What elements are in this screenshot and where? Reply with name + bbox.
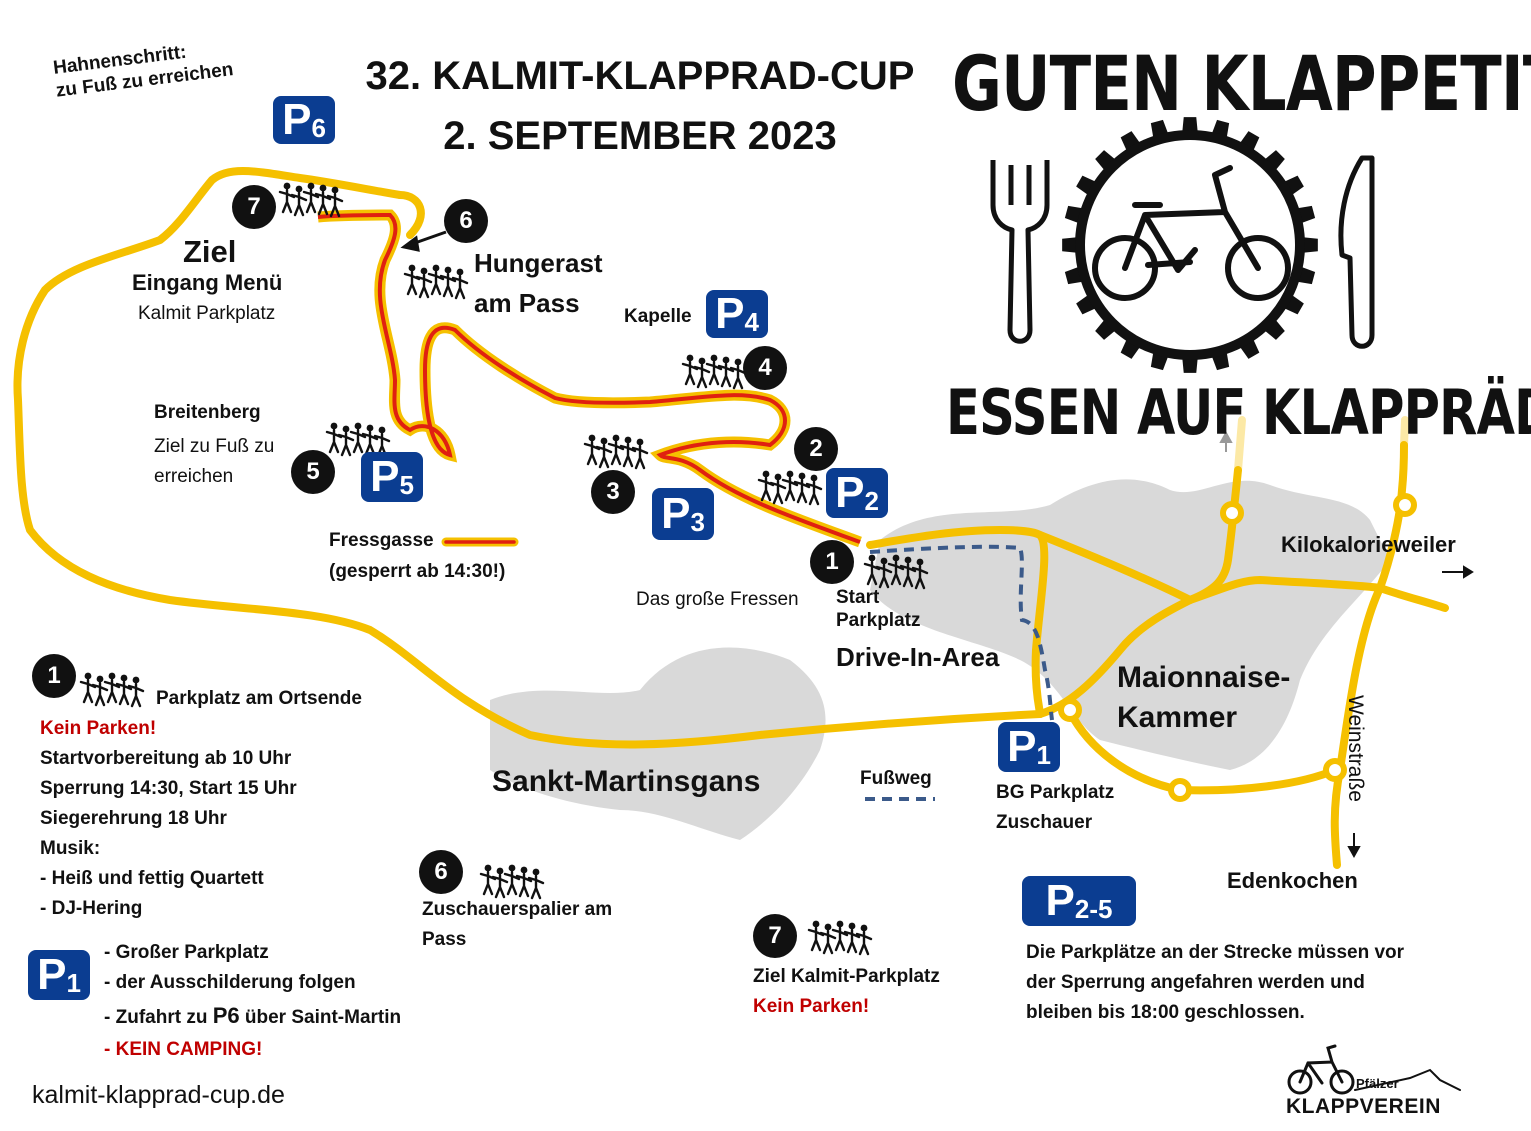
label-das-grosse-fressen: Das große Fressen xyxy=(636,589,799,610)
folding-bike-icon xyxy=(1092,165,1291,301)
label-bg-parkplatz: BG Parkplatz Zuschauer xyxy=(996,782,1115,833)
label-kilokalorieweiler: Kilokalorieweiler xyxy=(1281,532,1456,557)
label-edenkochen: Edenkochen xyxy=(1227,868,1358,893)
label-gesperrt: (gesperrt ab 14:30!) xyxy=(329,561,506,582)
knife-icon xyxy=(1338,155,1375,349)
legend-p2-5-text: Die Parkplätze an der Strecke müssen vor… xyxy=(1026,942,1405,1023)
arrow-icon xyxy=(1347,565,1474,859)
legend-marker-1: 1 xyxy=(32,654,76,698)
gear-tooth xyxy=(1263,150,1285,172)
label-fussweg: Fußweg xyxy=(860,768,932,789)
fork-icon xyxy=(990,160,1050,344)
page-title: 32. KALMIT-KLAPPRAD-CUP xyxy=(365,54,915,98)
crowd-icon xyxy=(585,435,647,468)
label-eingang-menu: Eingang Menü xyxy=(132,270,283,295)
marker-2: 2 xyxy=(794,427,838,471)
footpath-line xyxy=(869,544,1054,721)
yellow-roads xyxy=(13,167,1449,869)
label-breitenberg: Breitenberg xyxy=(154,402,261,423)
club-logo-small: Pfälzer xyxy=(1356,1076,1399,1091)
gear-tooth xyxy=(1182,356,1198,373)
legend-marker-6: 6 xyxy=(419,850,463,894)
marker-6: 6 xyxy=(444,199,488,243)
label-ziel-fuss: Ziel zu Fuß zu erreichen xyxy=(154,436,275,487)
gear-tooth xyxy=(1095,318,1117,340)
crowd-icon xyxy=(405,265,467,298)
club-logo-name: KLAPPVEREIN xyxy=(1286,1095,1441,1118)
arrow-icon xyxy=(400,230,447,252)
crowd-icon xyxy=(81,673,143,706)
marker-7: 7 xyxy=(232,185,276,229)
website-link[interactable]: kalmit-klapprad-cup.de xyxy=(32,1081,285,1109)
crowd-icon xyxy=(327,423,389,456)
label-maionnaise: Maionnaise- Kammer xyxy=(1117,661,1291,734)
legend-marker-7: 7 xyxy=(753,914,797,958)
label-drive-in: Drive-In-Area xyxy=(836,642,1000,672)
legend-1-details: Startvorbereitung ab 10 Uhr Sperrung 14:… xyxy=(40,748,297,919)
legend-1-warning: Kein Parken! xyxy=(40,718,157,739)
legend-7-warning: Kein Parken! xyxy=(753,996,870,1017)
slogan-bottom: ESSEN AUF KLAPPRÄDERN xyxy=(946,376,1531,449)
gear-tooth xyxy=(1062,237,1079,253)
legend-1-heading: Parkplatz am Ortsende xyxy=(156,688,362,709)
route-to-kilokalorieweiler xyxy=(1036,531,1449,612)
roundabouts xyxy=(1058,493,1417,802)
label-sankt-martinsgans: Sankt-Martinsgans xyxy=(492,765,761,798)
label-ziel: Ziel xyxy=(183,234,237,269)
crowd-icon xyxy=(759,471,821,504)
label-kapelle: Kapelle xyxy=(624,306,692,327)
page-date: 2. SEPTEMBER 2023 xyxy=(443,114,837,158)
label-fressgasse: Fressgasse xyxy=(329,530,434,551)
slogan-top: GUTEN KLAPPETIT! xyxy=(952,39,1531,128)
marker-4: 4 xyxy=(743,346,787,390)
gear-tooth xyxy=(1095,150,1117,172)
label-kalmit-parkplatz: Kalmit Parkplatz xyxy=(138,303,276,324)
label-hungerast: Hungerast am Pass xyxy=(474,248,603,318)
route-weinstrasse xyxy=(1330,584,1384,869)
label-parkplatz: Parkplatz xyxy=(836,610,921,631)
legend-6-text: Zuschauerspalier am Pass xyxy=(422,899,613,950)
marker-5: 5 xyxy=(291,450,335,494)
gear-tooth xyxy=(1263,318,1285,340)
crowd-icon xyxy=(280,183,342,216)
label-weinstrasse: Weinstraße xyxy=(1344,695,1367,802)
label-start: Start xyxy=(836,587,880,608)
crowd-icon xyxy=(809,921,871,954)
club-bike-icon xyxy=(1287,1044,1461,1095)
crowd-icon xyxy=(481,865,543,898)
marker-1: 1 xyxy=(810,540,854,584)
route-main-loop xyxy=(13,167,1044,749)
route-north-2 xyxy=(1376,441,1408,592)
legend-7-text: Ziel Kalmit-Parkplatz xyxy=(753,966,940,987)
crowd-icon xyxy=(683,355,745,388)
gear-tooth xyxy=(1301,237,1318,253)
route-north-1 xyxy=(1186,466,1242,604)
gear-tooth xyxy=(1182,117,1198,134)
town-area-maionnaise xyxy=(870,479,1390,770)
legend-p1-details: - Großer Parkplatz - der Ausschilderung … xyxy=(104,942,402,1060)
marker-3: 3 xyxy=(591,470,635,514)
